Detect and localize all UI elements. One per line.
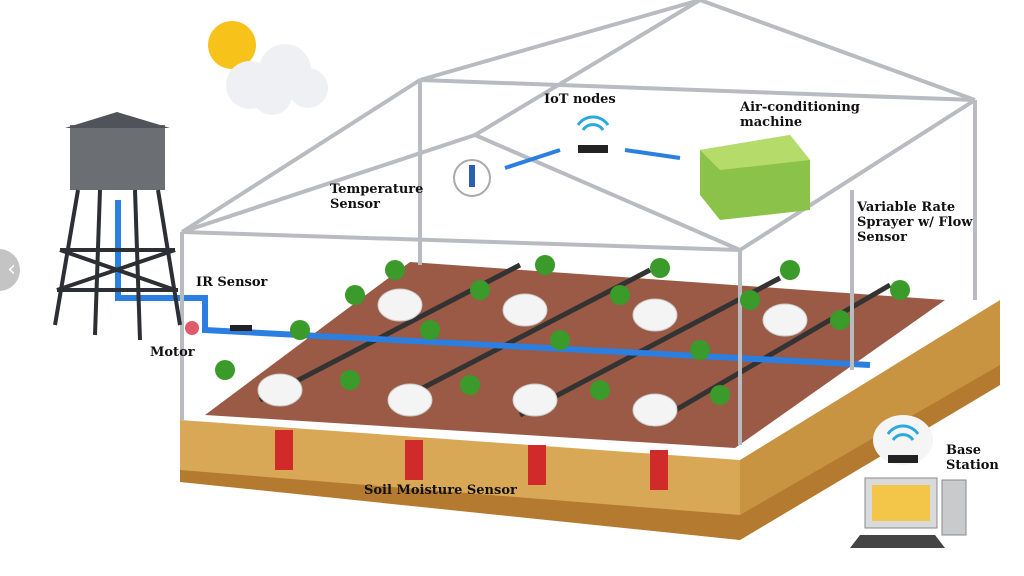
motor-icon (185, 321, 199, 335)
iot-node-icon (578, 145, 608, 153)
soil-bottom-stripe (180, 365, 1000, 540)
water-pipe (115, 200, 871, 368)
chevron-left-icon: ‹ (7, 257, 16, 282)
label-iot-nodes: IoT nodes (544, 92, 616, 107)
base-station-computer-icon (850, 477, 967, 548)
soil-moisture-probes (275, 430, 668, 490)
label-temperature-sensor: Temperature Sensor (330, 182, 424, 212)
air-conditioner-icon (700, 135, 810, 220)
label-air-conditioning: Air-conditioning machine (740, 100, 860, 130)
label-base-station: Base Station (946, 443, 999, 473)
base-station-node-icon (888, 455, 918, 463)
carousel-prev-button[interactable]: ‹ (0, 249, 20, 291)
water-tower-icon (53, 112, 182, 341)
label-soil-moisture-sensor: Soil Moisture Sensor (364, 483, 517, 498)
sun-icon (208, 21, 256, 69)
iot-node-discs (257, 288, 808, 427)
label-motor: Motor (150, 345, 195, 360)
plants (215, 255, 910, 405)
greenhouse-frame (180, 0, 977, 445)
cloud-icon (226, 44, 328, 115)
data-flow-arrows (504, 148, 681, 170)
label-ir-sensor: IR Sensor (196, 275, 268, 290)
label-sprayer: Variable Rate Sprayer w/ Flow Sensor (857, 200, 973, 245)
ir-sensor-icon (230, 325, 252, 331)
